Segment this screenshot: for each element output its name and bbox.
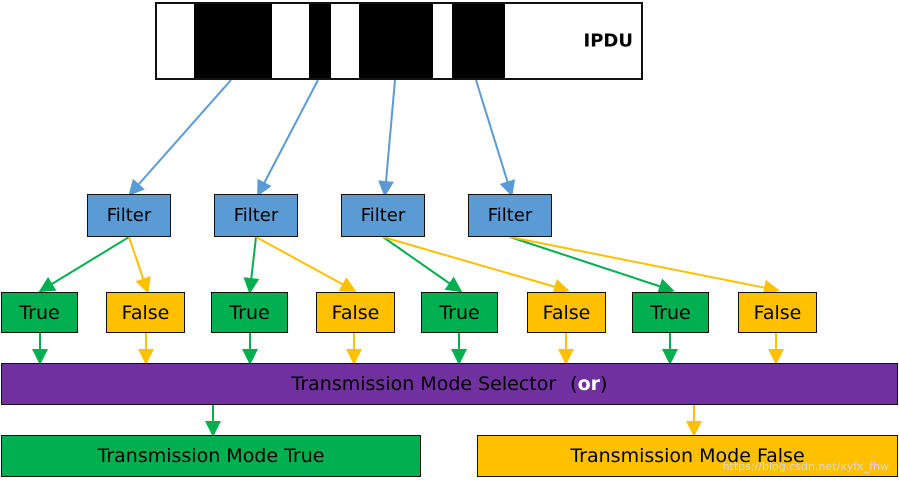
ipdu-box: IPDU bbox=[155, 2, 643, 80]
arrow-filter-4-to-true bbox=[509, 236, 675, 294]
transmission-mode-true: Transmission Mode True bbox=[1, 435, 421, 477]
result-true-3: True bbox=[421, 292, 498, 333]
result-false-2: False bbox=[316, 292, 395, 333]
result-true-2: True bbox=[211, 292, 288, 333]
selector-operator: or bbox=[577, 373, 601, 395]
filter-3: Filter bbox=[341, 194, 425, 237]
arrow-filter-2-to-false bbox=[255, 236, 357, 292]
arrow-ipdu-to-filter-4 bbox=[475, 79, 516, 197]
arrow-filter-1-to-true bbox=[38, 236, 130, 293]
ipdu-label: IPDU bbox=[583, 30, 633, 52]
selector-label: Transmission Mode Selector bbox=[291, 373, 557, 395]
transmission-mode-false: Transmission Mode False bbox=[477, 435, 898, 477]
arrow-filter-3-to-false bbox=[382, 236, 570, 295]
ipdu-signal-segment-3 bbox=[359, 4, 433, 78]
arrow-ipdu-to-filter-2 bbox=[257, 79, 319, 197]
arrow-filter-3-to-true bbox=[382, 236, 463, 293]
result-false-3: False bbox=[527, 292, 606, 333]
selector-open-paren: ( bbox=[570, 373, 578, 395]
ipdu-signal-segment-4 bbox=[452, 4, 505, 78]
result-true-1: True bbox=[1, 292, 78, 333]
arrow-filter-1-to-false bbox=[128, 236, 151, 294]
result-false-4: False bbox=[738, 292, 817, 333]
arrow-filter-2-to-true bbox=[243, 236, 260, 294]
watermark: https://blog.csdn.net/xyfx_fhw bbox=[722, 460, 889, 473]
ipdu-signal-segment-2 bbox=[309, 4, 331, 78]
ipdu-signal-segment-1 bbox=[194, 4, 272, 78]
selector-close-paren: ) bbox=[600, 373, 608, 395]
filter-2: Filter bbox=[214, 194, 298, 237]
result-true-4: True bbox=[632, 292, 709, 333]
arrow-filter-4-to-false bbox=[509, 236, 780, 296]
filter-1: Filter bbox=[87, 194, 171, 237]
arrow-ipdu-to-filter-3 bbox=[378, 79, 396, 197]
transmission-mode-selector: Transmission Mode Selector ( or ) bbox=[1, 363, 898, 405]
result-false-1: False bbox=[106, 292, 185, 333]
filter-4: Filter bbox=[468, 194, 552, 237]
arrow-ipdu-to-filter-1 bbox=[128, 79, 232, 196]
